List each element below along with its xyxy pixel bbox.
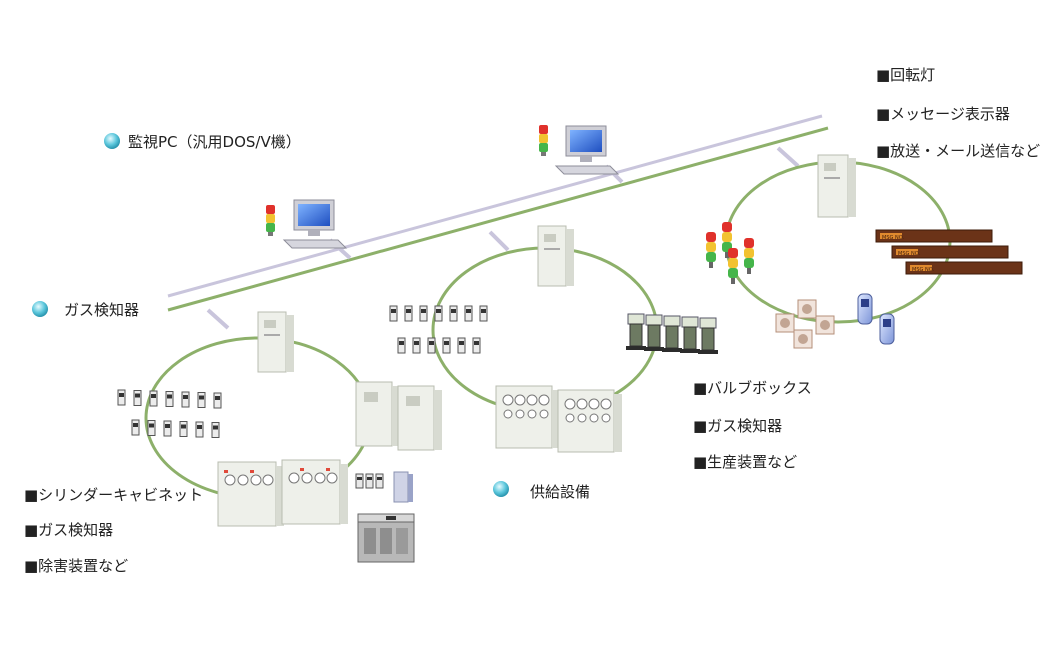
main-bus bbox=[167, 114, 829, 312]
bullet-globe-icon bbox=[32, 301, 48, 317]
notes-bottom-left: ■シリンダーキャビネット ■ガス検知器 ■除害装置など bbox=[24, 486, 203, 575]
note-item: ■除害装置など bbox=[24, 557, 128, 575]
cylinder-cabinet-icon bbox=[557, 389, 622, 453]
gas-detector-icon bbox=[213, 392, 222, 409]
gas-detector-icon bbox=[442, 337, 451, 354]
signal-tower-icon bbox=[744, 238, 754, 274]
signal-tower-icon bbox=[706, 232, 716, 268]
gas-detector-icon bbox=[389, 305, 398, 322]
notes-middle-right: ■バルブボックス ■ガス検知器 ■生産装置など bbox=[693, 379, 812, 471]
cylinder-cabinet-icon bbox=[355, 381, 400, 447]
gas-detector-icon bbox=[149, 390, 158, 407]
gas-detector-icon bbox=[419, 305, 428, 322]
svg-text:MSG NO.: MSG NO. bbox=[898, 251, 920, 257]
valve-box-unit bbox=[662, 315, 682, 352]
note-item: ■バルブボックス bbox=[693, 379, 812, 397]
message-display-icon: MSG NO. bbox=[905, 261, 1023, 275]
signal-tower-icon bbox=[728, 248, 738, 284]
mobile-phone-icon bbox=[879, 313, 895, 345]
gas-detector-icon bbox=[211, 422, 220, 438]
gas-detector-icon bbox=[412, 337, 421, 354]
gas-detector-icon bbox=[163, 420, 172, 437]
gas-detector-icon bbox=[404, 305, 413, 322]
gas-detector-icon bbox=[133, 390, 142, 406]
note-item: ■放送・メール送信など bbox=[876, 142, 1040, 160]
note-item: ■回転灯 bbox=[876, 66, 935, 84]
cylinder-cabinet-icon bbox=[495, 385, 560, 449]
cylinder-cabinet-icon bbox=[217, 461, 284, 527]
gas-detector-icon bbox=[479, 305, 488, 322]
gas-detector-icon bbox=[464, 305, 473, 322]
control-panel-icon bbox=[257, 311, 294, 373]
cylinder-cabinet-icon bbox=[281, 459, 348, 525]
note-item: ■生産装置など bbox=[693, 453, 797, 471]
gas-detector-icon bbox=[427, 337, 436, 354]
gas-detector-icon bbox=[457, 337, 466, 354]
valve-box-icon bbox=[626, 313, 718, 354]
gas-detector-icon bbox=[397, 337, 406, 354]
gas-detector-icon bbox=[434, 305, 443, 322]
gas-detector-icon bbox=[165, 391, 174, 407]
gas-detector-icon bbox=[131, 419, 140, 436]
bullet-globe-icon bbox=[493, 481, 509, 497]
control-panel-icon bbox=[817, 154, 856, 218]
mobile-phone-icon bbox=[857, 293, 873, 325]
supply-equipment-label: 供給設備 bbox=[530, 483, 590, 501]
gas-detector-icon bbox=[195, 421, 204, 438]
abatement-unit-icon bbox=[357, 513, 415, 563]
cylinder-cabinet-icon bbox=[397, 385, 442, 451]
svg-text:MSG NO.: MSG NO. bbox=[912, 267, 934, 273]
note-item: ■ガス検知器 bbox=[693, 417, 782, 435]
gas-detector-icon bbox=[181, 391, 190, 408]
valve-box-unit bbox=[698, 317, 718, 354]
message-display-icon: MSG NO. bbox=[891, 245, 1009, 259]
gas-detector-icon bbox=[197, 392, 206, 408]
gas-detector-group-left bbox=[117, 389, 222, 438]
speaker-icon bbox=[775, 299, 835, 349]
note-item: ■ガス検知器 bbox=[24, 521, 113, 539]
control-panel-icon bbox=[537, 225, 574, 287]
notes-top-right: ■回転灯 ■メッセージ表示器 ■放送・メール送信など bbox=[876, 66, 1040, 160]
valve-box-unit bbox=[680, 316, 700, 353]
gas-detector-icon bbox=[179, 421, 188, 437]
gas-detector-icon bbox=[449, 305, 458, 322]
gas-detector-icon bbox=[355, 473, 384, 489]
valve-box-unit bbox=[626, 313, 646, 350]
gas-detector-icon bbox=[472, 337, 481, 354]
monitor-pc-label: 監視PC（汎用DOS/V機） bbox=[128, 133, 301, 151]
signal-tower-icon bbox=[266, 205, 275, 236]
signal-tower-icon bbox=[539, 125, 548, 156]
gas-detector-icon bbox=[117, 389, 126, 406]
computer-icon bbox=[554, 125, 620, 175]
svg-text:MSG NO.: MSG NO. bbox=[882, 235, 904, 241]
computer-icon bbox=[282, 199, 348, 249]
valve-box-unit bbox=[644, 314, 664, 351]
gas-detector-label: ガス検知器 bbox=[64, 301, 139, 319]
note-item: ■メッセージ表示器 bbox=[876, 105, 1010, 123]
note-item: ■シリンダーキャビネット bbox=[24, 486, 203, 504]
bullet-globe-icon bbox=[104, 133, 120, 149]
control-panel-icon bbox=[393, 471, 413, 503]
message-display-icon: MSG NO. bbox=[875, 229, 993, 243]
gas-detector-icon bbox=[147, 420, 156, 436]
gas-detector-group-center bbox=[389, 305, 488, 354]
